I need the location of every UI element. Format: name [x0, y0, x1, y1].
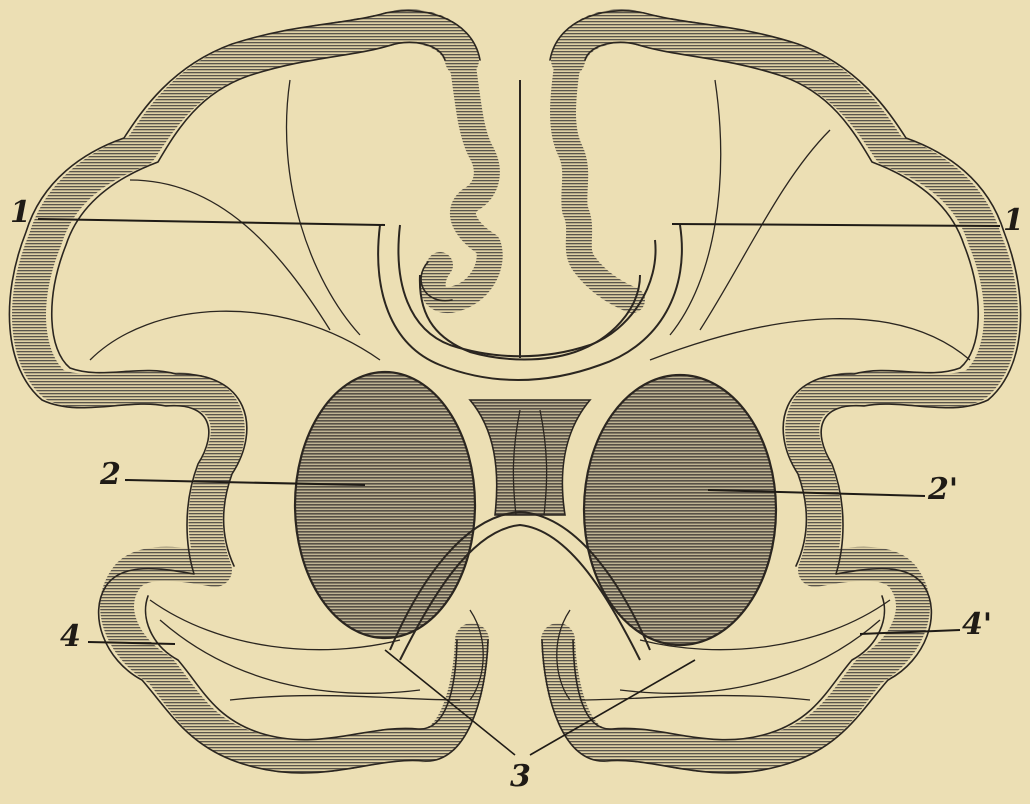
left-nucleus — [295, 372, 475, 638]
right-cortex — [542, 11, 1021, 773]
internal-curves — [90, 80, 970, 380]
label-4-left: 4 — [60, 622, 81, 652]
label-3-bottom: 3 — [510, 762, 531, 792]
lower-arches — [150, 512, 890, 700]
right-nucleus — [584, 375, 776, 645]
label-1-left: 1 — [10, 198, 31, 228]
inner-gyri — [421, 60, 632, 301]
label-1-right: 1 — [1003, 206, 1024, 236]
label-2-left: 2 — [100, 460, 121, 490]
leader-1-right — [672, 224, 1000, 226]
leader-4-left — [88, 642, 175, 644]
leader-1-left — [38, 219, 385, 225]
central-peduncle — [470, 400, 590, 515]
label-4-right: 4' — [962, 610, 992, 640]
label-2-right: 2' — [928, 475, 958, 505]
